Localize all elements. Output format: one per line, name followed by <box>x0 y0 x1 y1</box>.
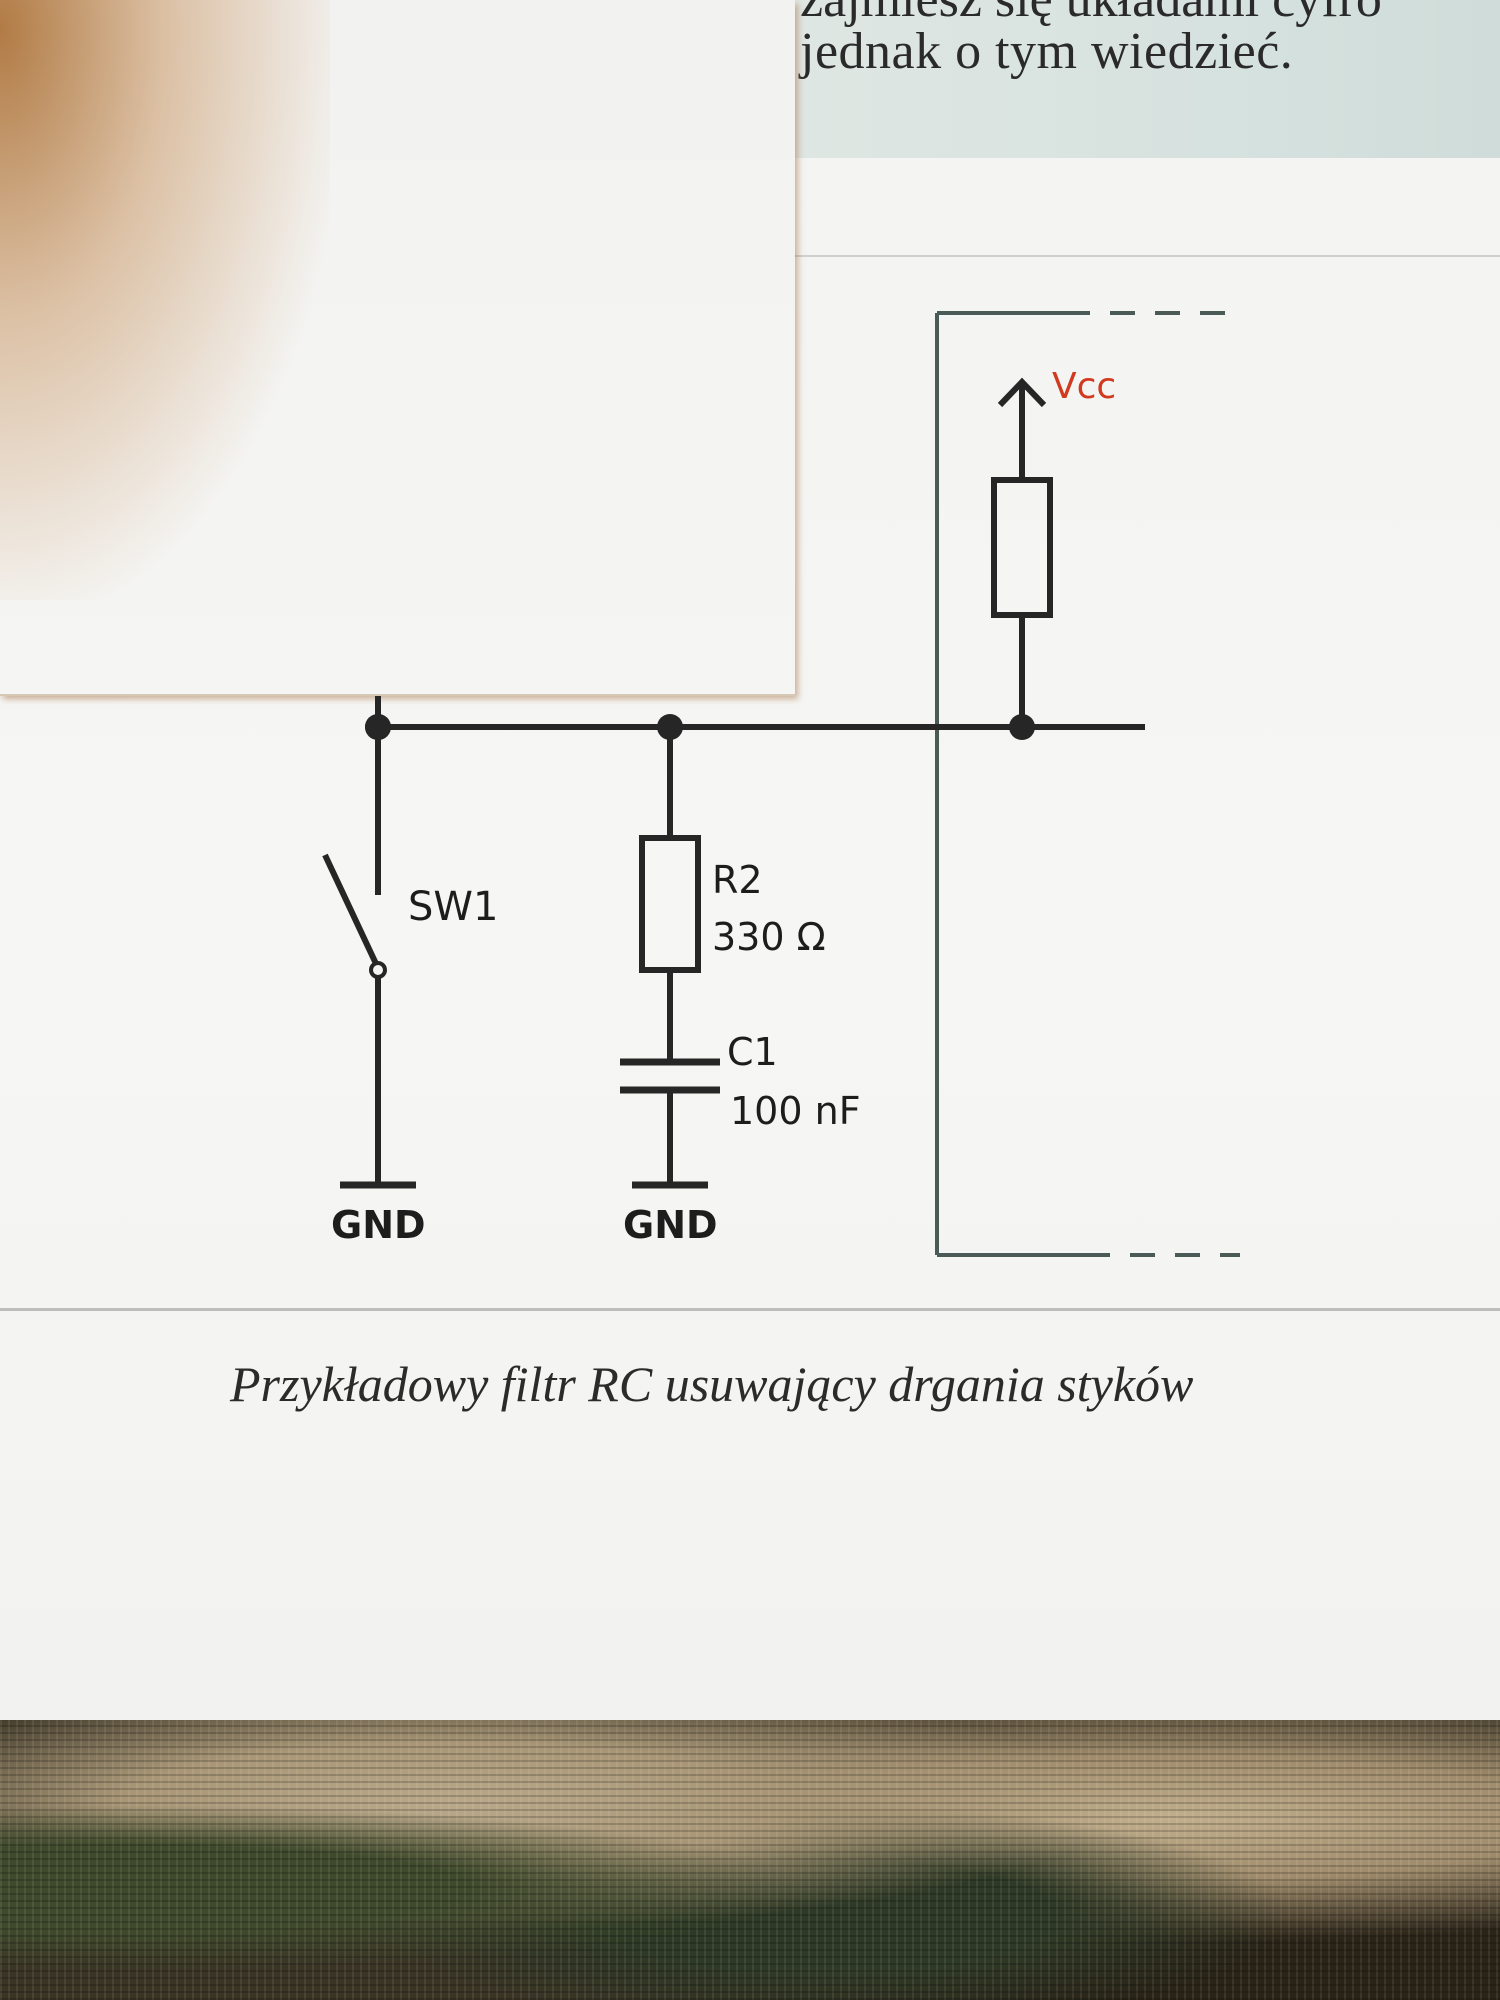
ground-label-left: GND <box>331 1203 426 1247</box>
resistor-value-label: 330 Ω <box>712 915 826 959</box>
vcc-label: Vcc <box>1052 366 1116 407</box>
figure-caption: Przykładowy filtr RC usuwający drgania s… <box>230 1356 1194 1412</box>
top-text: jednak o tym wiedzieć. <box>800 23 1294 80</box>
switch-contact <box>369 961 387 979</box>
upper-rule <box>795 255 1500 257</box>
top-text-partial: zajmiesz się układami cyfro <box>800 0 1382 29</box>
paper-shadow <box>0 0 330 600</box>
fabric-background <box>0 1720 1500 2000</box>
lower-rule <box>0 1308 1500 1311</box>
vcc-arrow-icon <box>997 377 1047 408</box>
switch-label: SW1 <box>408 884 498 930</box>
fabric-texture <box>0 1720 1500 2000</box>
resistor-r2 <box>639 727 701 1060</box>
ground-label-right: GND <box>623 1203 718 1247</box>
capacitor-name-label: C1 <box>727 1030 778 1074</box>
capacitor-c1 <box>620 1058 720 1183</box>
top-text-box <box>795 0 1500 158</box>
resistor-name-label: R2 <box>712 858 763 902</box>
switch-sw1 <box>322 727 381 1183</box>
chip-frame <box>935 311 1240 1257</box>
pullup-resistor <box>991 385 1053 727</box>
capacitor-value-label: 100 nF <box>730 1089 861 1133</box>
